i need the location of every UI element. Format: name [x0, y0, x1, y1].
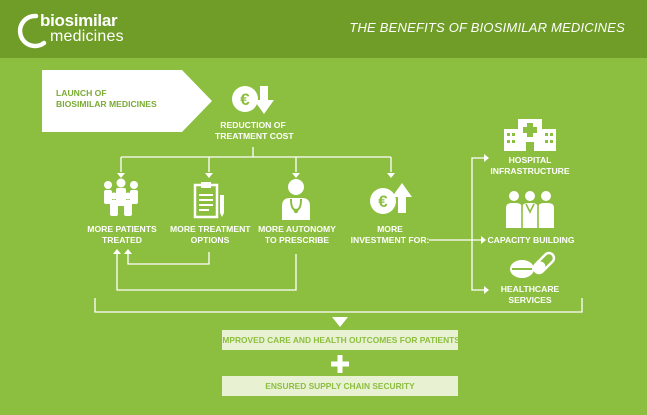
doctor-icon: [282, 179, 310, 220]
svg-text:€: €: [240, 90, 250, 109]
launch-label: LAUNCH OF BIOSIMILAR MEDICINES: [56, 88, 157, 109]
outcome-bar-care: IMPROVED CARE AND HEALTH OUTCOMES FOR PA…: [220, 330, 460, 350]
investment-label: MORE INVESTMENT FOR:: [350, 224, 430, 245]
patients-label: MORE PATIENTS TREATED: [87, 224, 157, 245]
page-title: THE BENEFITS OF BIOSIMILAR MEDICINES: [349, 20, 625, 35]
logo-line1: biosimilar: [40, 11, 118, 30]
plus-icon: [331, 355, 349, 373]
group-icon: [104, 178, 138, 216]
logo-line2: medicines: [50, 28, 124, 45]
logo-icon: [17, 13, 47, 49]
pills-icon: [510, 251, 556, 278]
euro-up-icon: €: [370, 183, 412, 214]
outcome-bar-supply: ENSURED SUPPLY CHAIN SECURITY: [222, 376, 458, 396]
clipboard-icon: [193, 182, 224, 219]
svg-text:€: €: [378, 192, 388, 211]
reduction-label: REDUCTION OF TREATMENT COST: [215, 120, 294, 141]
euro-down-icon: €: [232, 86, 274, 114]
header-bar: biosimilar medicines THE BENEFITS OF BIO…: [0, 0, 647, 58]
options-label: MORE TREATMENT OPTIONS: [170, 224, 251, 245]
hospital-icon: [504, 119, 556, 151]
hospital-label: HOSPITAL INFRASTRUCTURE: [490, 155, 570, 176]
launch-arrow: [42, 70, 212, 132]
capacity-label: CAPACITY BUILDING: [487, 235, 575, 245]
staff-icon: [506, 191, 554, 228]
healthcare-label: HEALTHCARE SERVICES: [500, 284, 560, 305]
autonomy-label: MORE AUTONOMY TO PRESCRIBE: [258, 224, 336, 245]
logo: biosimilar medicines: [14, 6, 134, 50]
